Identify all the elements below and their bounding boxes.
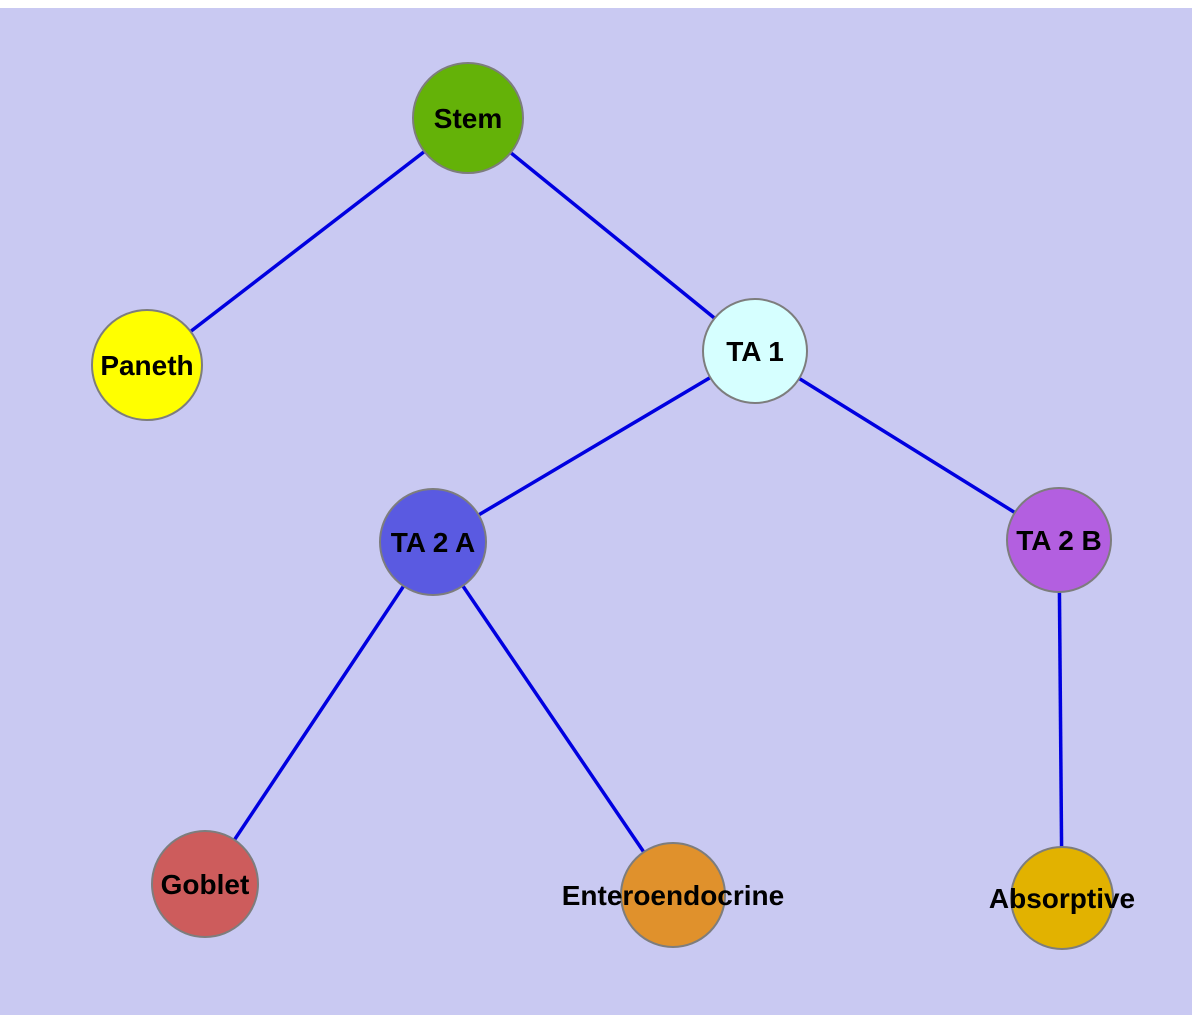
node-label-stem: Stem bbox=[434, 103, 502, 134]
node-enteroendocrine bbox=[620, 842, 726, 948]
edge-stem-paneth bbox=[145, 116, 470, 367]
node-label-ta2a: TA 2 A bbox=[391, 527, 476, 558]
node-ta1 bbox=[702, 298, 808, 404]
node-label-enteroendocrine: Enteroendocrine bbox=[562, 880, 784, 911]
node-paneth bbox=[91, 309, 203, 421]
node-label-paneth: Paneth bbox=[100, 350, 193, 381]
node-goblet bbox=[151, 830, 259, 938]
edge-ta2a-goblet bbox=[203, 541, 435, 885]
node-label-ta2b: TA 2 B bbox=[1016, 525, 1102, 556]
edge-stem-ta1 bbox=[466, 116, 757, 353]
node-absorptive bbox=[1010, 846, 1114, 950]
edge-ta1-ta2a bbox=[432, 349, 756, 544]
edge-ta2b-absorptive bbox=[1057, 539, 1064, 899]
nodes-layer bbox=[91, 62, 1114, 950]
node-ta2a bbox=[379, 488, 487, 596]
node-stem bbox=[412, 62, 524, 174]
node-label-ta1: TA 1 bbox=[726, 336, 784, 367]
node-label-absorptive: Absorptive bbox=[989, 883, 1135, 914]
edges-layer bbox=[145, 116, 1064, 899]
edge-ta1-ta2b bbox=[754, 349, 1060, 542]
node-label-goblet: Goblet bbox=[161, 869, 250, 900]
edge-ta2a-enteroendocrine bbox=[431, 541, 675, 896]
node-ta2b bbox=[1006, 487, 1112, 593]
